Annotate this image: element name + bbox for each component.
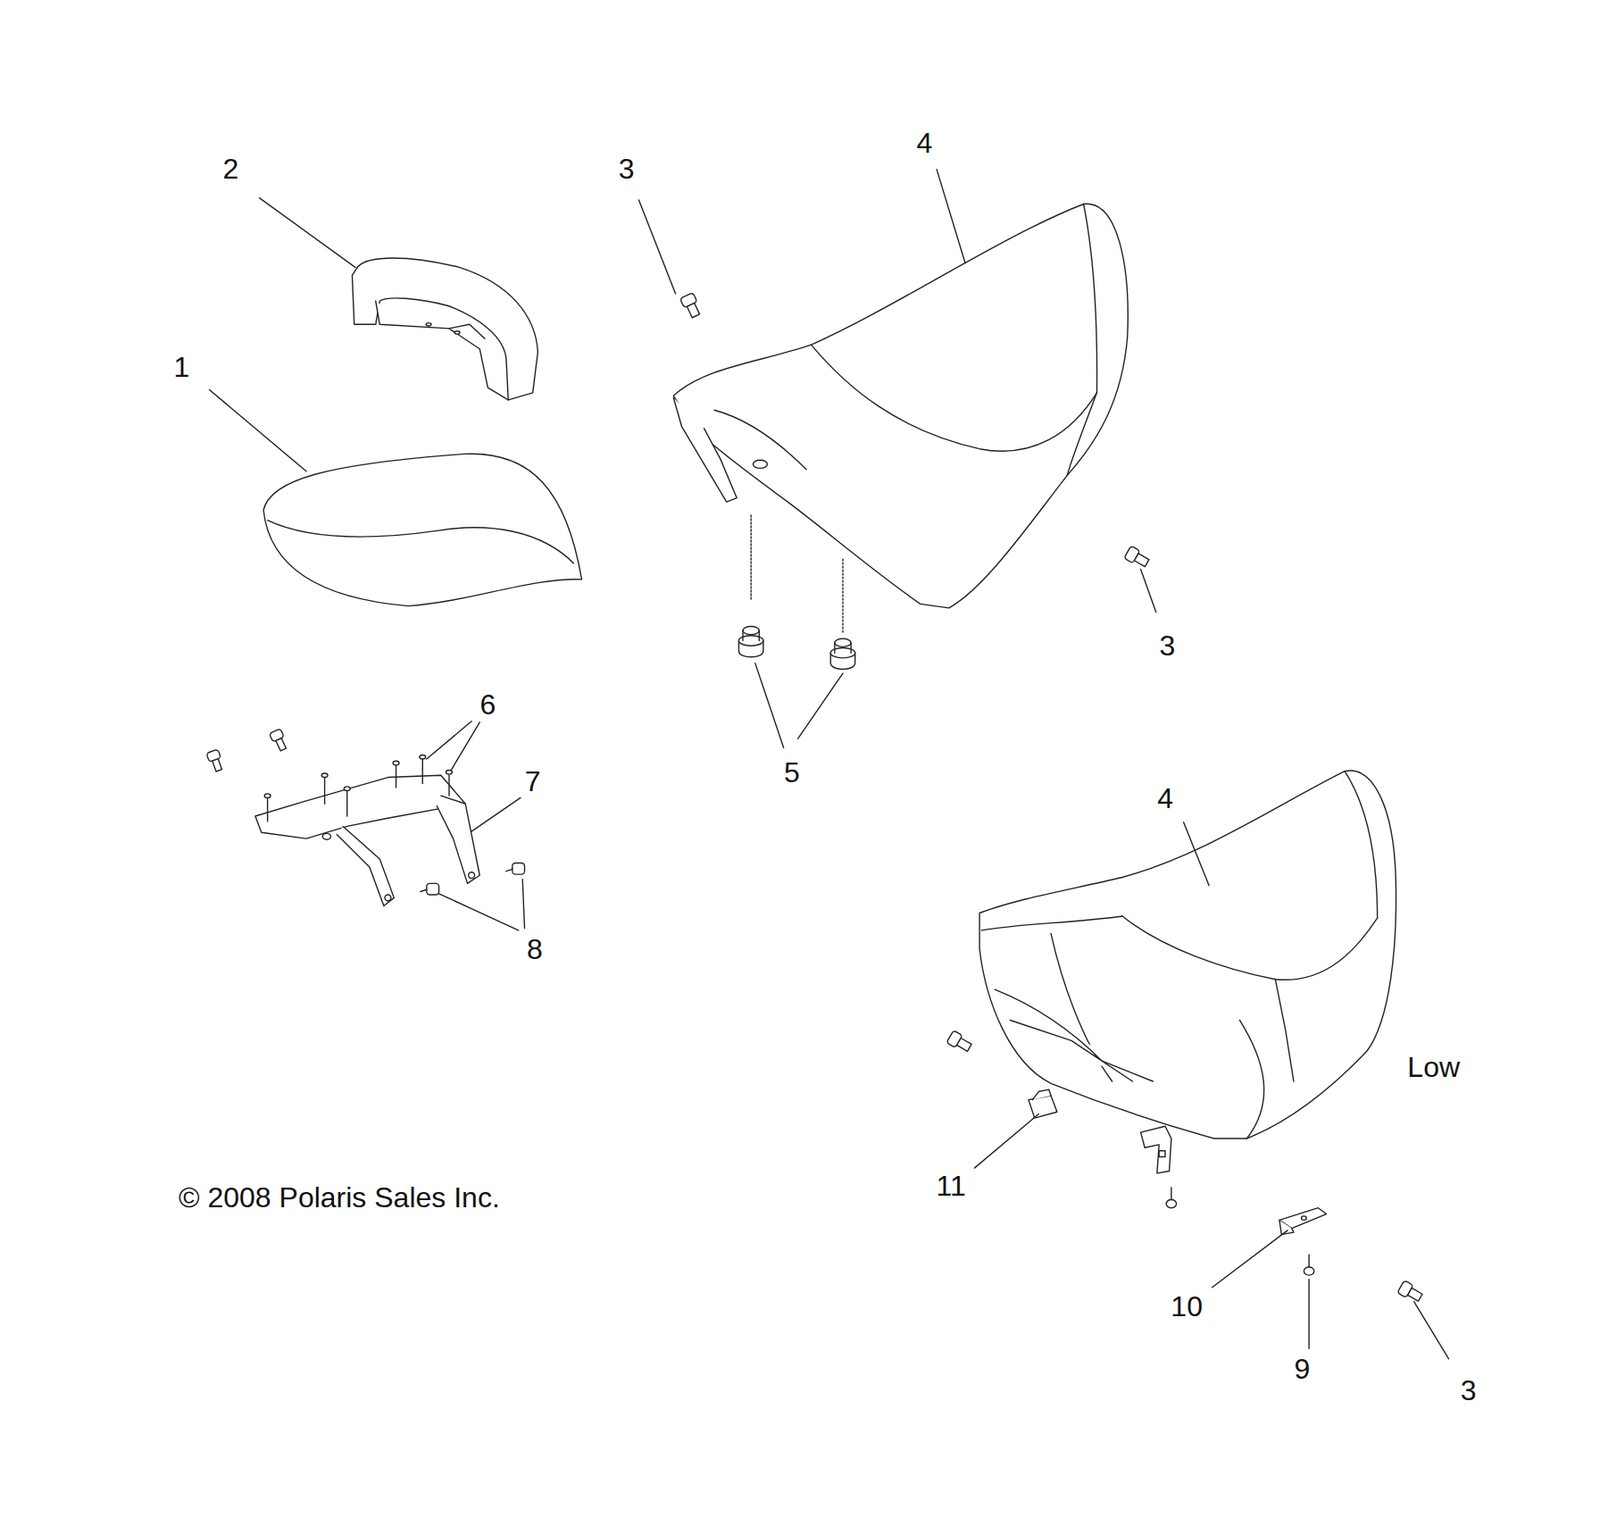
callout-number: 4	[1157, 783, 1174, 813]
bolts	[206, 292, 1425, 1305]
callout-number: 3	[1159, 631, 1176, 660]
callout-number: 4	[916, 128, 934, 158]
variant-label: Low	[1407, 1052, 1460, 1082]
grommets	[738, 515, 855, 670]
callout-number: 3	[1460, 1375, 1477, 1405]
seat-bracket	[255, 754, 525, 906]
rider-seat	[673, 203, 1128, 609]
callout-number: 1	[174, 352, 191, 382]
callout-number: 10	[1170, 1291, 1203, 1321]
callout-number: 7	[525, 766, 542, 796]
callout-number: 9	[1293, 1354, 1310, 1384]
callout-number: 8	[526, 934, 543, 964]
backrest	[351, 258, 538, 400]
passenger-seat	[263, 453, 582, 606]
low-seat-hardware	[1028, 1089, 1327, 1275]
callout-number: 3	[618, 154, 635, 184]
callout-number: 11	[936, 1171, 967, 1200]
copyright-note: © 2008 Polaris Sales Inc.	[178, 1183, 500, 1212]
callout-number: 2	[222, 154, 239, 184]
low-seat	[979, 770, 1396, 1139]
callout-number: 6	[479, 690, 496, 719]
leader-lines	[209, 169, 1450, 1359]
callout-number: 5	[783, 758, 800, 787]
